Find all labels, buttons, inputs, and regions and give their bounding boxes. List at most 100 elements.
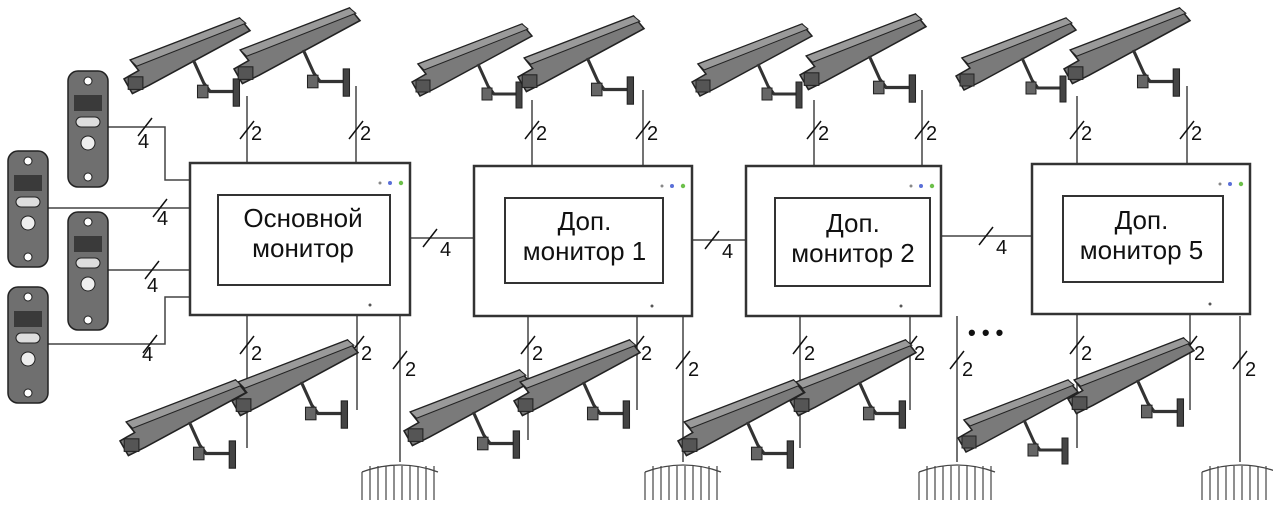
gate-icon [1201, 464, 1273, 500]
monitor-1-sub: монитор 1 [522, 236, 647, 266]
dot-icon [909, 184, 913, 188]
wire-slash [1069, 335, 1085, 355]
camera-wire-label: 2 [914, 343, 925, 365]
call-panel [7, 286, 49, 404]
gate-icon [361, 464, 439, 500]
camera-wire-label: 2 [647, 123, 658, 145]
gate-arch [644, 464, 722, 473]
camera-mount [228, 440, 237, 469]
camera-wire-label: 2 [251, 123, 262, 145]
camera-lens [127, 76, 144, 90]
monitor-3 [1030, 162, 1252, 316]
camera-wire-label: 2 [1081, 123, 1092, 145]
panel-body [7, 286, 49, 404]
wire-slash [524, 120, 540, 140]
monitor-2-sub: монитор 2 [791, 238, 915, 268]
gate-arch [361, 464, 439, 473]
gate-arch [1201, 464, 1273, 473]
camera-icon [1066, 337, 1196, 427]
wire-slash [152, 198, 168, 218]
camera-wire-label: 2 [641, 343, 652, 365]
camera-joint [862, 406, 875, 421]
camera-lens [521, 74, 538, 88]
panel-wire [108, 126, 190, 181]
camera-joint [481, 87, 493, 101]
led-icon [919, 184, 923, 188]
camera-icon [122, 17, 252, 107]
led-icon [398, 180, 404, 186]
camera-lens [235, 398, 252, 412]
monitor-0 [188, 161, 412, 317]
call-panel [7, 150, 49, 268]
speaker-grille [74, 236, 102, 252]
camera-visor [417, 23, 529, 71]
wire-slash [392, 350, 408, 370]
led-icon [1238, 181, 1244, 187]
camera-housing [512, 339, 642, 417]
wire-slash [422, 228, 438, 248]
gate-wire-label: 2 [962, 359, 973, 381]
dot-icon [1208, 302, 1212, 306]
wire-slash [348, 120, 364, 140]
camera-joint [1136, 74, 1149, 89]
monitor-label-2: Доп. монитор 2 [778, 208, 928, 268]
camera-lens [123, 438, 140, 452]
camera-housing [516, 15, 646, 93]
bus-wire-label: 4 [996, 237, 1007, 259]
camera-housing [232, 7, 362, 85]
camera-icon [512, 339, 642, 429]
call-panel [67, 211, 109, 331]
camera-icon [410, 23, 534, 109]
camera-joint [872, 80, 885, 95]
devices-layer [7, 7, 1273, 500]
monitor-screen [1062, 195, 1224, 283]
camera-housing [410, 23, 534, 97]
wire-slash [144, 260, 160, 280]
screw-icon [83, 76, 93, 86]
camera-visor [519, 339, 637, 389]
camera-mount [342, 68, 351, 97]
wire-slash [635, 120, 651, 140]
camera-icon [690, 23, 814, 109]
dot-icon [368, 303, 372, 307]
camera-mount [1061, 437, 1069, 465]
call-button-icon [20, 215, 36, 231]
monitor-5-name: Доп. [1114, 205, 1169, 235]
camera-wire-label: 2 [1081, 343, 1092, 365]
camera-joint [476, 436, 489, 451]
camera-icon [118, 379, 248, 469]
camera-joint [1025, 81, 1037, 95]
camera-housing [690, 23, 814, 97]
name-plate [75, 116, 101, 128]
panel-body [67, 211, 109, 331]
wire-count-label: 4 [157, 208, 168, 230]
wire-slash [137, 117, 153, 137]
monitor-1 [472, 164, 694, 318]
name-plate [75, 257, 101, 269]
camera-visor [961, 17, 1073, 65]
dot-icon [1218, 182, 1222, 186]
call-panel [67, 70, 109, 188]
camera-joint [586, 406, 599, 421]
camera-visor [1073, 337, 1191, 387]
camera-joint [192, 446, 205, 461]
dot-icon [378, 181, 382, 185]
gate-arch [918, 464, 996, 473]
camera-visor [237, 339, 355, 389]
wire-slash [1232, 350, 1248, 370]
wire-count-label: 4 [147, 275, 158, 297]
panel-body [7, 150, 49, 268]
screw-icon [23, 292, 33, 302]
monitor-screen [774, 197, 931, 287]
wire-count-label: 4 [138, 131, 149, 153]
camera-visor [523, 15, 641, 65]
led-icon [1228, 182, 1232, 186]
screw-icon [23, 156, 33, 166]
monitor-label-1: Доп. монитор 1 [507, 206, 662, 266]
screw-icon [83, 217, 93, 227]
led-icon [929, 183, 935, 189]
camera-wire-label: 2 [818, 123, 829, 145]
camera-joint [196, 84, 209, 99]
camera-joint [590, 82, 603, 97]
